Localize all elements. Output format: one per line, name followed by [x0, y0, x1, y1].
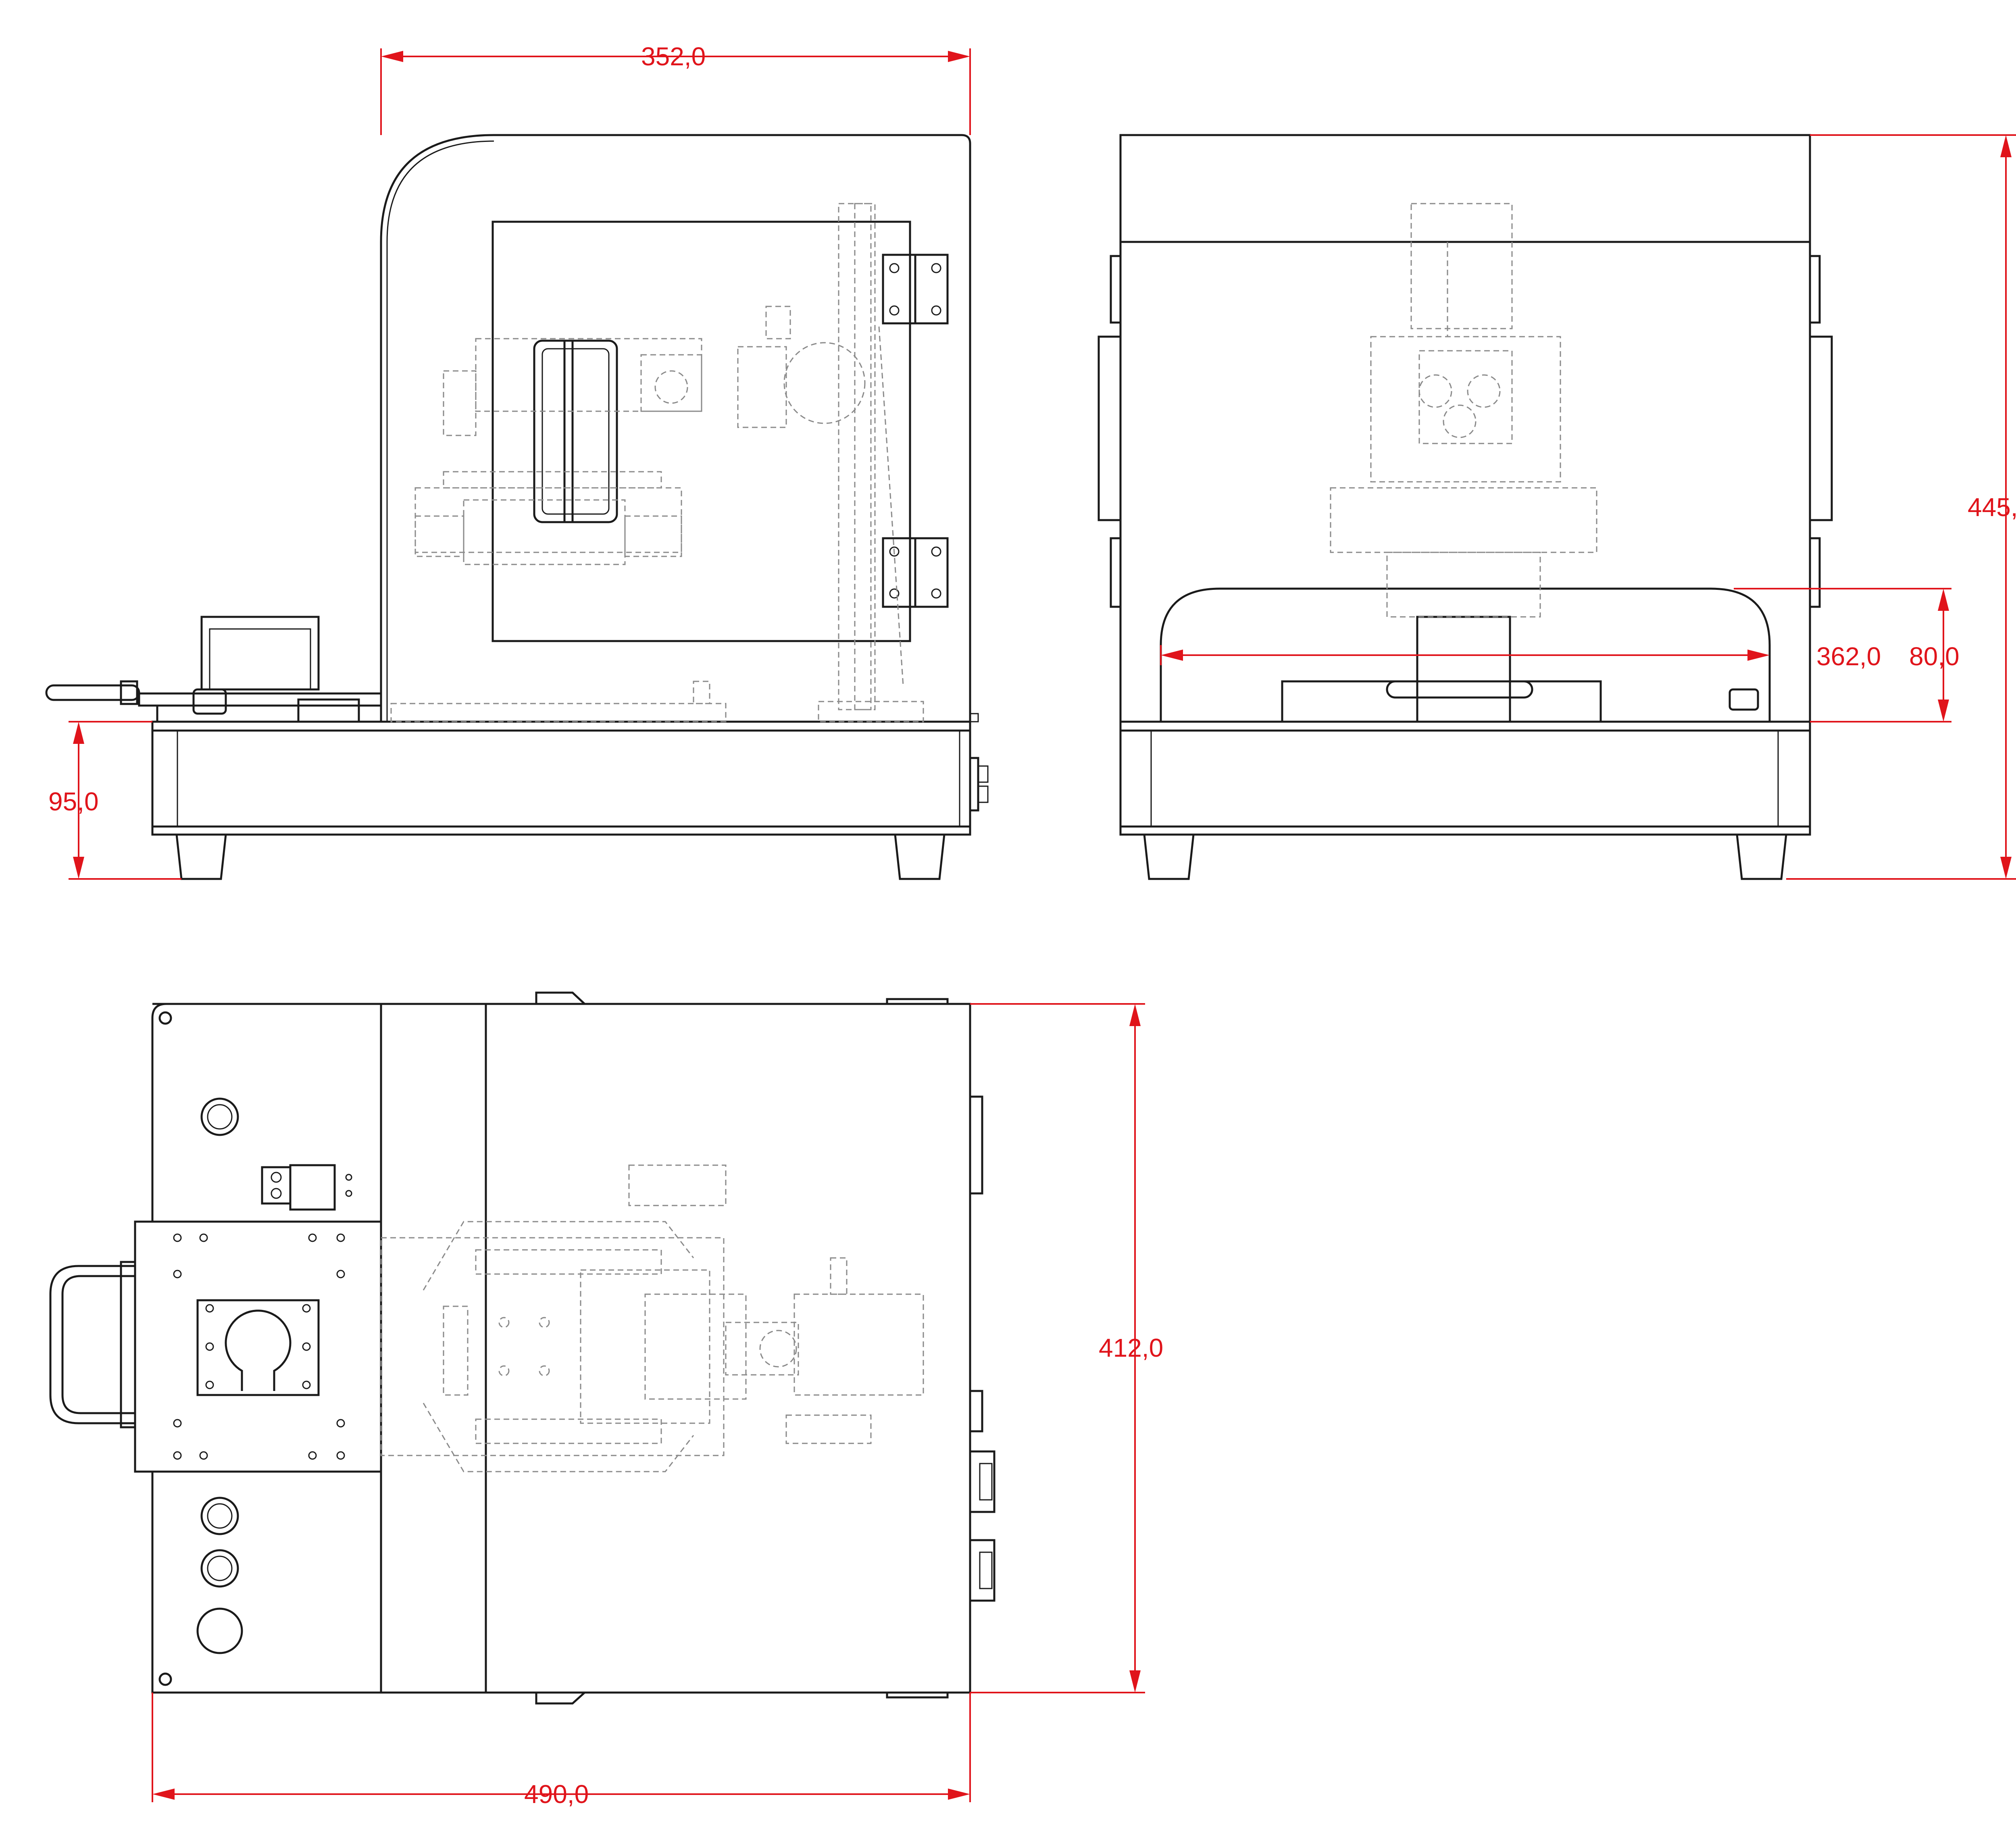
front-view: [1098, 134, 1833, 880]
side-view-base: [151, 713, 989, 880]
side-view: [45, 134, 989, 880]
top-view-fixture-plate: [49, 1220, 382, 1473]
dimension-base-height-label: 95,0: [48, 787, 99, 816]
dimension-height: [1786, 134, 2016, 880]
side-view-hood: [380, 134, 971, 722]
front-view-body: [1119, 134, 1811, 880]
dimension-overall-width: [152, 1693, 971, 1802]
top-view: [49, 991, 996, 1705]
side-view-hinges: [882, 254, 949, 608]
top-view-knobs: [196, 1097, 243, 1654]
dimension-depth: [970, 1003, 1145, 1693]
dimension-opening-height-label: 80,0: [1909, 642, 1960, 671]
side-view-door-handle: [533, 339, 618, 523]
dimension-front-width-label: 362,0: [1816, 642, 1881, 671]
dimension-overall-width-label: 490,0: [524, 1780, 589, 1809]
dimension-front-width: [1160, 645, 1770, 665]
dimension-top-width-label: 352,0: [641, 42, 706, 71]
side-view-internal-hidden: [390, 203, 924, 722]
dimension-height-label: 445,0: [1968, 493, 2016, 522]
front-view-side-handles: [1098, 255, 1833, 608]
top-view-switch: [261, 1164, 352, 1211]
top-view-rear-connectors: [969, 1095, 996, 1602]
side-view-fixture-arm: [45, 616, 382, 723]
dimension-depth-label: 412,0: [1099, 1333, 1163, 1362]
dimension-base-height: [69, 721, 181, 880]
top-view-internal-hidden: [380, 1164, 924, 1472]
dimension-opening-height: [1734, 588, 1951, 722]
front-view-internal-hidden: [1330, 203, 1597, 618]
dimension-top-width: [380, 48, 971, 135]
